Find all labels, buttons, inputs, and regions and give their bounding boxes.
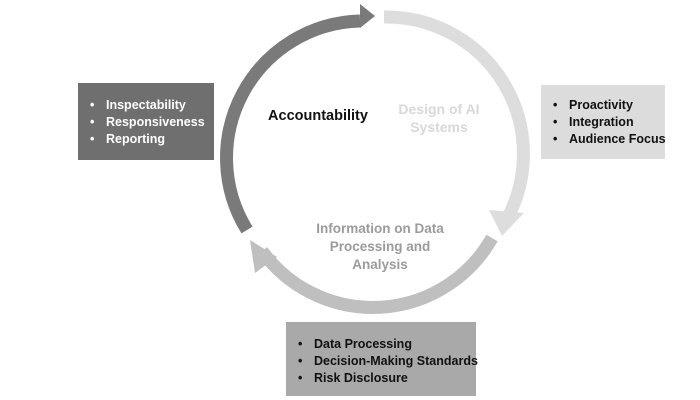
list-item: Proactivity (547, 97, 661, 114)
information-label: Information on Data Processing and Analy… (316, 221, 444, 272)
design-label: Design of AI Systems (398, 101, 480, 135)
design-list: Proactivity Integration Audience Focus (547, 97, 666, 148)
accountability-arc (220, 14, 361, 234)
design-box: Proactivity Integration Audience Focus (541, 85, 666, 159)
list-item: Decision-Making Standards (292, 353, 478, 370)
accountability-list: Inspectability Responsiveness Reporting (84, 97, 210, 148)
accountability-arrowhead (360, 4, 375, 28)
design-arrowhead (489, 210, 524, 236)
information-arrowhead (250, 240, 277, 273)
accountability-label: Accountability (268, 108, 368, 124)
design-arc (383, 10, 530, 223)
information-arc (256, 234, 498, 314)
list-item: Reporting (84, 131, 210, 148)
information-box: Data Processing Decision-Making Standard… (286, 322, 478, 396)
list-item: Risk Disclosure (292, 370, 472, 387)
list-item: Inspectability (84, 97, 210, 114)
accountability-box: Inspectability Responsiveness Reporting (78, 83, 214, 160)
list-item: Audience Focus (547, 131, 666, 148)
list-item: Integration (547, 114, 661, 131)
information-list: Data Processing Decision-Making Standard… (292, 336, 478, 387)
list-item: Data Processing (292, 336, 472, 353)
list-item: Responsiveness (84, 114, 210, 131)
